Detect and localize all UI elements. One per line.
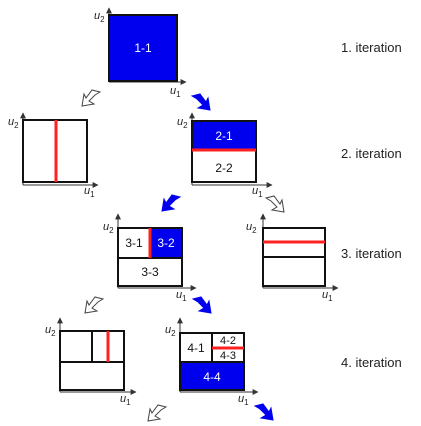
axis-label-u2: u2 [177, 116, 188, 130]
arrow-down-left-icon [147, 404, 168, 422]
cell-label-3-1: 3-1 [125, 236, 143, 250]
cell-label-3-3: 3-3 [141, 265, 159, 279]
cell-label-4-1: 4-1 [187, 341, 205, 355]
iteration-label-3: 3. iteration [341, 246, 402, 261]
axis-label-u1: u1 [252, 185, 263, 199]
cell-label-3-2: 3-2 [157, 236, 175, 250]
axis-label-u1: u1 [322, 289, 333, 303]
cell-label-1-1: 1-1 [134, 41, 152, 55]
iteration-label-2: 2. iteration [341, 146, 402, 161]
axis-label-u1: u1 [170, 85, 181, 99]
box-iteration-4-right: 4-1 4-2 4-3 4-4 u2 u1 [165, 317, 259, 407]
cell-label-4-2: 4-2 [220, 335, 236, 347]
cell-1-1 [108, 14, 178, 82]
axis-label-u2: u2 [8, 116, 19, 130]
cell-label-4-4: 4-4 [203, 370, 221, 384]
arrow-down-left-icon [161, 194, 182, 212]
arrow-down-right-icon [253, 403, 274, 421]
cell-3-3 [117, 257, 183, 287]
box-iteration-2-left: u2 u1 [8, 112, 99, 199]
arrow-down-left-icon [84, 296, 105, 314]
box-iteration-1: 1-1 u2 u1 [94, 7, 187, 99]
axis-label-u1: u1 [84, 185, 95, 199]
cell-2-2 [191, 149, 257, 183]
axis-label-u2: u2 [94, 10, 105, 24]
axis-label-u1: u1 [120, 393, 131, 407]
axis-label-u1: u1 [238, 393, 249, 407]
box-iteration-4-left: u2 u1 [45, 317, 137, 407]
cell-label-2-1: 2-1 [215, 129, 233, 143]
arrow-down-left-icon [81, 89, 102, 107]
cell-label-2-2: 2-2 [215, 161, 233, 175]
arrow-down-right-icon [264, 195, 285, 213]
cell-3-1 [117, 227, 151, 259]
axis-label-u2: u2 [165, 324, 176, 338]
iteration-label-1: 1. iteration [341, 40, 402, 55]
axis-label-u2: u2 [103, 221, 114, 235]
axis-label-u2: u2 [45, 324, 56, 338]
iteration-label-4: 4. iteration [341, 355, 402, 370]
axis-label-u1: u1 [176, 289, 187, 303]
arrow-down-right-icon [191, 296, 212, 314]
arrow-down-right-icon [190, 93, 211, 111]
cell-label-4-3: 4-3 [220, 350, 236, 362]
box-iteration-3-left: 3-1 3-2 3-3 u2 u1 [103, 213, 197, 303]
box-iteration-3-right: u2 u1 [246, 213, 339, 303]
axis-label-u2: u2 [246, 221, 257, 235]
box-iteration-2-right: 2-1 2-2 u2 u1 [177, 112, 273, 199]
